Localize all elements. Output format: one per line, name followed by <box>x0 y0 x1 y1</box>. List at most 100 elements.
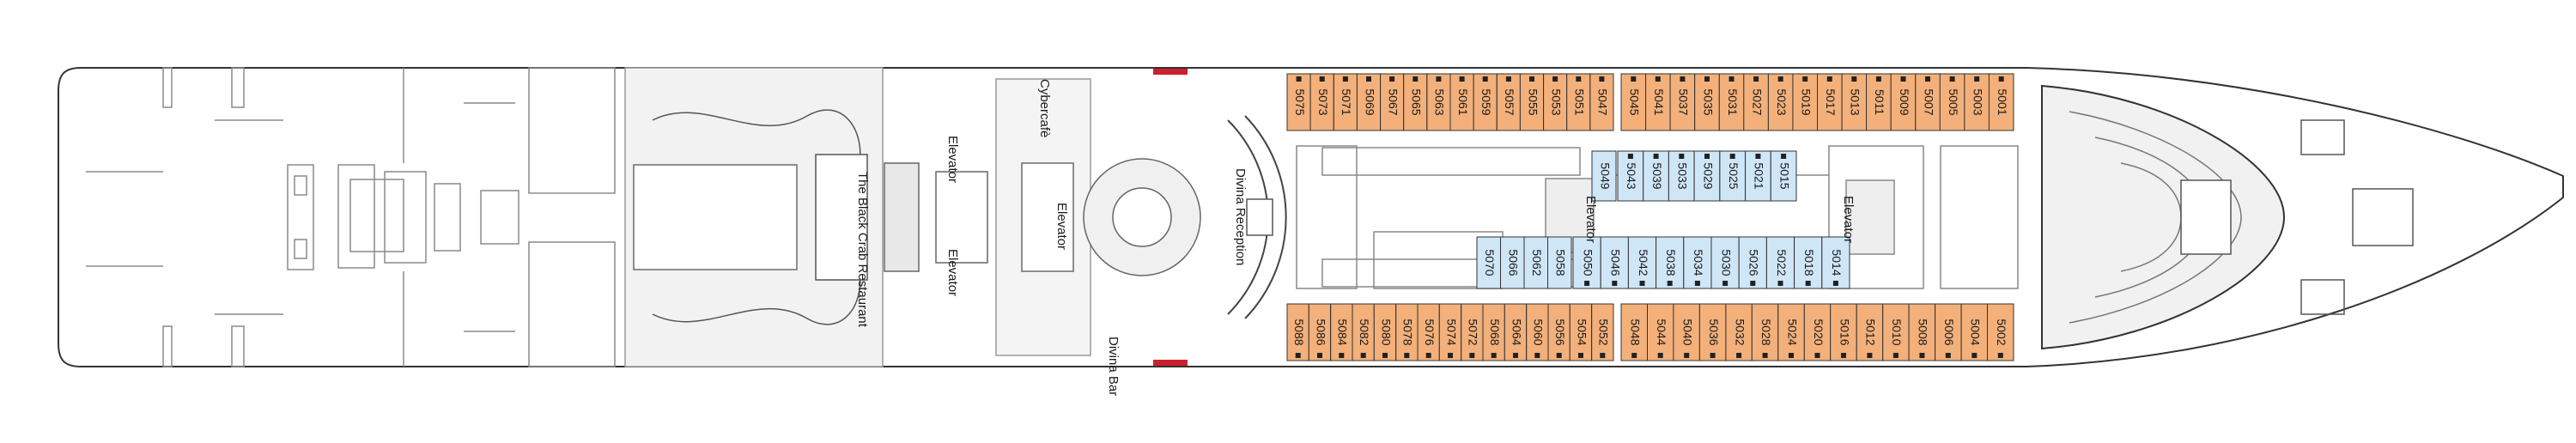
cabin-5036[interactable]: 5036 <box>1698 303 1727 361</box>
cabin-number: 5047 <box>1596 88 1610 115</box>
cabin-5059[interactable]: 5059 <box>1473 73 1498 131</box>
cabin-5075[interactable]: 5075 <box>1286 73 1311 131</box>
cabin-box <box>1417 303 1440 361</box>
cabin-5032[interactable]: 5032 <box>1725 303 1753 361</box>
cabin-5005[interactable]: 5005 <box>1939 73 1965 131</box>
cabin-5082[interactable]: 5082 <box>1352 303 1375 361</box>
cabin-5028[interactable]: 5028 <box>1751 303 1779 361</box>
cabin-5063[interactable]: 5063 <box>1426 73 1451 131</box>
cabin-5044[interactable]: 5044 <box>1647 303 1674 361</box>
cabin-5057[interactable]: 5057 <box>1496 73 1521 131</box>
cabin-5070[interactable]: 5070 <box>1476 236 1501 289</box>
cabin-5073[interactable]: 5073 <box>1309 73 1334 131</box>
cabin-5041[interactable]: 5041 <box>1645 73 1671 131</box>
cabin-5045[interactable]: 5045 <box>1620 73 1647 131</box>
cabin-5055[interactable]: 5055 <box>1519 73 1545 131</box>
cabin-5014[interactable]: 5014 <box>1821 236 1850 289</box>
bed-icon <box>1893 353 1899 358</box>
cabin-number: 5029 <box>1701 162 1715 189</box>
cabin-5018[interactable]: 5018 <box>1794 236 1823 289</box>
cabin-5003[interactable]: 5003 <box>1964 73 1990 131</box>
cabin-5076[interactable]: 5076 <box>1417 303 1440 361</box>
cabin-5022[interactable]: 5022 <box>1765 236 1795 289</box>
cabin-5051[interactable]: 5051 <box>1566 73 1591 131</box>
cabin-5027[interactable]: 5027 <box>1743 73 1769 131</box>
cabin-5068[interactable]: 5068 <box>1482 303 1505 361</box>
cabin-5053[interactable]: 5053 <box>1543 73 1568 131</box>
cabin-5017[interactable]: 5017 <box>1817 73 1843 131</box>
cabin-number: 5040 <box>1680 319 1694 345</box>
cabin-5060[interactable]: 5060 <box>1526 303 1549 361</box>
cabin-5039[interactable]: 5039 <box>1643 150 1669 202</box>
cabin-5029[interactable]: 5029 <box>1693 150 1721 202</box>
cybercafe-label: Cybercafè <box>1037 79 1052 137</box>
cabin-5049[interactable]: 5049 <box>1591 150 1617 202</box>
cabin-number: 5030 <box>1719 249 1733 276</box>
cabin-5038[interactable]: 5038 <box>1656 236 1685 289</box>
cabin-5071[interactable]: 5071 <box>1333 73 1358 131</box>
cabin-5030[interactable]: 5030 <box>1710 236 1740 289</box>
cabin-5052[interactable]: 5052 <box>1591 303 1614 361</box>
cabin-5004[interactable]: 5004 <box>1960 303 1989 361</box>
cabin-5066[interactable]: 5066 <box>1500 236 1525 289</box>
cabin-5078[interactable]: 5078 <box>1395 303 1419 361</box>
bed-icon <box>1814 353 1820 358</box>
cabin-5037[interactable]: 5037 <box>1669 73 1696 131</box>
cabin-box <box>1504 303 1528 361</box>
cabin-box <box>1620 73 1647 131</box>
cabin-5020[interactable]: 5020 <box>1803 303 1832 361</box>
cabin-5040[interactable]: 5040 <box>1673 303 1700 361</box>
cabin-5043[interactable]: 5043 <box>1617 150 1644 202</box>
cabin-5013[interactable]: 5013 <box>1841 73 1868 131</box>
cabin-5031[interactable]: 5031 <box>1718 73 1745 131</box>
cabin-5061[interactable]: 5061 <box>1449 73 1474 131</box>
cabin-5033[interactable]: 5033 <box>1668 150 1695 202</box>
cabin-5024[interactable]: 5024 <box>1777 303 1805 361</box>
cabin-5072[interactable]: 5072 <box>1461 303 1484 361</box>
cabin-5074[interactable]: 5074 <box>1438 303 1462 361</box>
cabin-5025[interactable]: 5025 <box>1719 150 1747 202</box>
cabin-5010[interactable]: 5010 <box>1882 303 1910 361</box>
cabin-5008[interactable]: 5008 <box>1908 303 1936 361</box>
cabin-5012[interactable]: 5012 <box>1856 303 1884 361</box>
bed-icon <box>1382 353 1388 358</box>
cabin-5050[interactable]: 5050 <box>1572 236 1601 289</box>
cabin-number: 5019 <box>1799 88 1813 115</box>
cabin-5015[interactable]: 5015 <box>1770 150 1797 202</box>
cabin-5035[interactable]: 5035 <box>1694 73 1720 131</box>
cabin-5058[interactable]: 5058 <box>1547 236 1572 289</box>
cabin-5023[interactable]: 5023 <box>1767 73 1794 131</box>
cabin-5067[interactable]: 5067 <box>1380 73 1405 131</box>
cabin-5048[interactable]: 5048 <box>1620 303 1648 361</box>
cabin-5011[interactable]: 5011 <box>1866 73 1892 131</box>
cabin-5001[interactable]: 5001 <box>1988 73 2014 131</box>
cabin-number: 5015 <box>1777 162 1791 189</box>
cabin-number: 5042 <box>1637 249 1650 276</box>
cabin-5062[interactable]: 5062 <box>1523 236 1548 289</box>
cabin-5046[interactable]: 5046 <box>1600 236 1629 289</box>
cabin-5086[interactable]: 5086 <box>1308 303 1332 361</box>
cabin-5065[interactable]: 5065 <box>1403 73 1428 131</box>
cabin-5056[interactable]: 5056 <box>1547 303 1571 361</box>
cabin-5016[interactable]: 5016 <box>1830 303 1857 361</box>
cabin-5047[interactable]: 5047 <box>1589 73 1614 131</box>
cabin-5054[interactable]: 5054 <box>1569 303 1593 361</box>
cabin-5002[interactable]: 5002 <box>1987 303 2014 361</box>
cabin-5007[interactable]: 5007 <box>1915 73 1941 131</box>
cabin-5034[interactable]: 5034 <box>1683 236 1712 289</box>
cabin-5088[interactable]: 5088 <box>1286 303 1309 361</box>
cabin-5069[interactable]: 5069 <box>1356 73 1382 131</box>
cabin-5021[interactable]: 5021 <box>1745 150 1771 202</box>
cabin-5080[interactable]: 5080 <box>1373 303 1397 361</box>
cabin-5009[interactable]: 5009 <box>1890 73 1917 131</box>
bed-icon <box>1639 281 1645 286</box>
cabin-5064[interactable]: 5064 <box>1504 303 1528 361</box>
cabin-5084[interactable]: 5084 <box>1330 303 1353 361</box>
cabin-number: 5022 <box>1775 249 1789 276</box>
bed-icon <box>1612 281 1618 286</box>
cabin-box <box>1380 73 1405 131</box>
cabin-5026[interactable]: 5026 <box>1738 236 1767 289</box>
cabin-5042[interactable]: 5042 <box>1627 236 1657 289</box>
cabin-5006[interactable]: 5006 <box>1935 303 1962 361</box>
cabin-5019[interactable]: 5019 <box>1792 73 1818 131</box>
